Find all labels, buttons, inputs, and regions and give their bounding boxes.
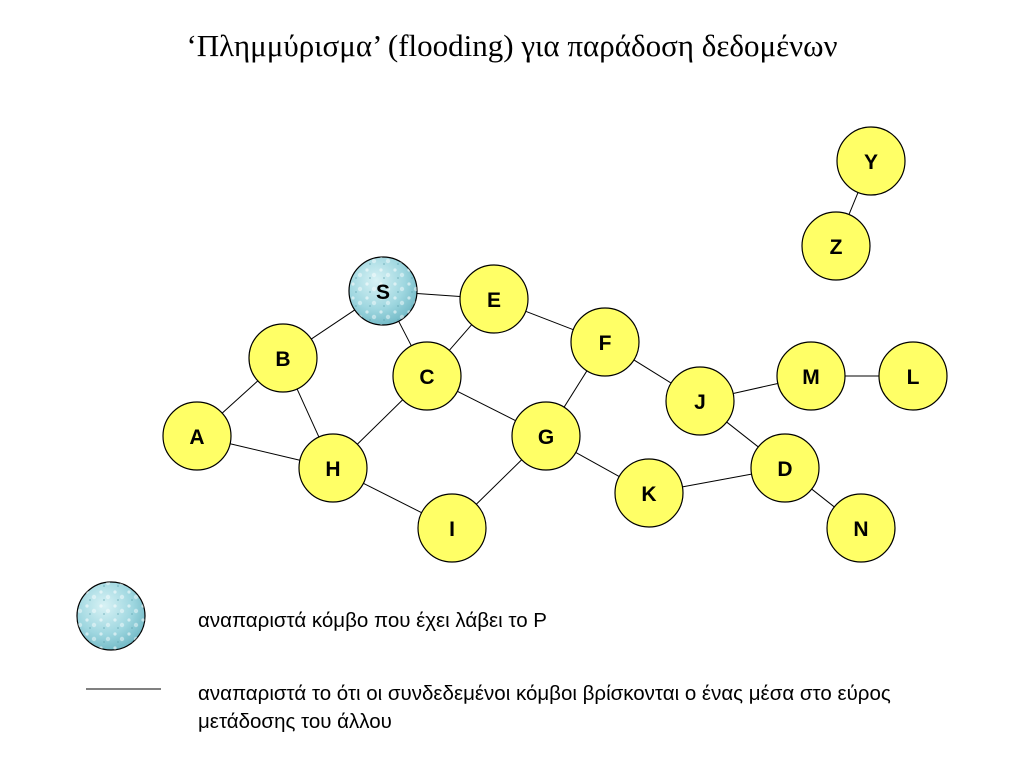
- node-s: S: [348, 256, 418, 326]
- node-f: F: [570, 307, 640, 377]
- node-label-f: F: [599, 332, 612, 355]
- node-c: C: [392, 341, 462, 411]
- node-circle: [836, 126, 906, 196]
- node-h: H: [298, 433, 368, 503]
- node-label-d: D: [777, 458, 792, 481]
- edge-b-h: [296, 388, 320, 438]
- node-label-n: N: [853, 518, 868, 541]
- edge-y-z: [848, 192, 859, 215]
- node-label-b: B: [275, 348, 290, 371]
- edge-c-g: [457, 390, 516, 422]
- edge-j-d: [726, 421, 759, 448]
- edge-h-i: [363, 482, 422, 514]
- node-circle: [298, 433, 368, 503]
- edge-e-c: [448, 324, 473, 351]
- node-label-k: K: [641, 483, 656, 506]
- node-label-e: E: [487, 289, 501, 312]
- legend-symbols: [76, 581, 161, 690]
- node-circle: [511, 401, 581, 471]
- node-circle: [248, 323, 318, 393]
- legend-received-label: αναπαριστά κόμβο που έχει λάβει το P: [198, 609, 547, 632]
- node-l: L: [878, 341, 948, 411]
- edge-b-a: [221, 380, 259, 414]
- node-j: J: [665, 366, 735, 436]
- node-label-a: A: [189, 426, 204, 449]
- edge-d-n: [811, 488, 835, 508]
- water-drop-texture: [349, 257, 417, 325]
- node-label-l: L: [907, 366, 920, 389]
- nodes-layer: S E B C F A H G I K J M L D N Y Z: [162, 126, 948, 563]
- edge-j-m: [733, 382, 778, 395]
- node-label-s: S: [376, 281, 390, 304]
- edge-e-f: [525, 310, 574, 331]
- node-circle: [614, 458, 684, 528]
- edge-s-b: [310, 309, 356, 340]
- node-circle: [570, 307, 640, 377]
- node-n: N: [826, 493, 896, 563]
- edge-i-g: [475, 459, 523, 505]
- edge-k-d: [682, 473, 752, 488]
- node-label-m: M: [802, 366, 820, 389]
- node-d: D: [750, 433, 820, 503]
- slide-title: ‘Πλημμύρισμα’ (flooding) για παράδοση δε…: [186, 28, 838, 63]
- legend-received-node-icon: [76, 581, 146, 651]
- edge-c-h: [356, 399, 404, 445]
- node-circle: [801, 211, 871, 281]
- node-a: A: [162, 401, 232, 471]
- node-circle: [776, 341, 846, 411]
- edge-a-h: [229, 443, 301, 461]
- node-label-j: J: [694, 391, 706, 414]
- node-label-i: I: [449, 518, 455, 541]
- node-label-y: Y: [864, 151, 878, 174]
- node-b: B: [248, 323, 318, 393]
- node-i: I: [417, 493, 487, 563]
- node-e: E: [459, 264, 529, 334]
- edge-g-k: [575, 452, 620, 477]
- legend-range-label: αναπαριστά το ότι οι συνδεδεμένοι κόμβοι…: [198, 682, 891, 733]
- node-k: K: [614, 458, 684, 528]
- node-label-c: C: [419, 366, 434, 389]
- node-label-h: H: [325, 458, 340, 481]
- edge-s-e: [416, 292, 461, 298]
- node-circle: [665, 366, 735, 436]
- node-y: Y: [836, 126, 906, 196]
- node-circle: [392, 341, 462, 411]
- node-circle: [826, 493, 896, 563]
- node-z: Z: [801, 211, 871, 281]
- edge-f-j: [633, 359, 672, 384]
- node-label-z: Z: [830, 236, 843, 259]
- node-circle: [750, 433, 820, 503]
- node-circle: [162, 401, 232, 471]
- node-circle: [878, 341, 948, 411]
- node-g: G: [511, 401, 581, 471]
- node-m: M: [776, 341, 846, 411]
- edge-s-c: [398, 320, 412, 347]
- node-circle: [417, 493, 487, 563]
- node-label-g: G: [538, 426, 554, 449]
- node-circle: [459, 264, 529, 334]
- edge-g-f: [563, 370, 588, 408]
- edges-layer: [221, 192, 879, 514]
